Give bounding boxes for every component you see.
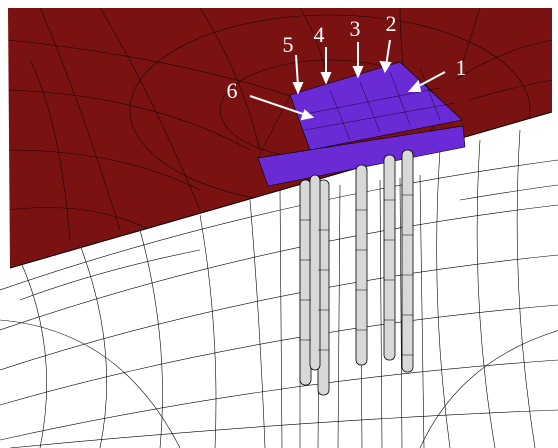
ground-surface — [8, 8, 552, 268]
label-3: 3 — [350, 16, 361, 41]
pile — [355, 164, 368, 366]
pile — [299, 179, 312, 386]
label-4: 4 — [314, 22, 325, 47]
arrow-icon — [249, 39, 446, 121]
label-6: 6 — [227, 78, 238, 103]
pile — [401, 149, 414, 373]
pile — [309, 174, 321, 371]
label-2: 2 — [386, 11, 397, 36]
piles — [299, 149, 414, 396]
soil-mesh — [0, 129, 558, 448]
pile — [383, 154, 396, 361]
label-5: 5 — [283, 32, 294, 57]
point-labels: 1 2 3 4 5 6 — [227, 11, 467, 103]
label-1: 1 — [456, 55, 467, 80]
